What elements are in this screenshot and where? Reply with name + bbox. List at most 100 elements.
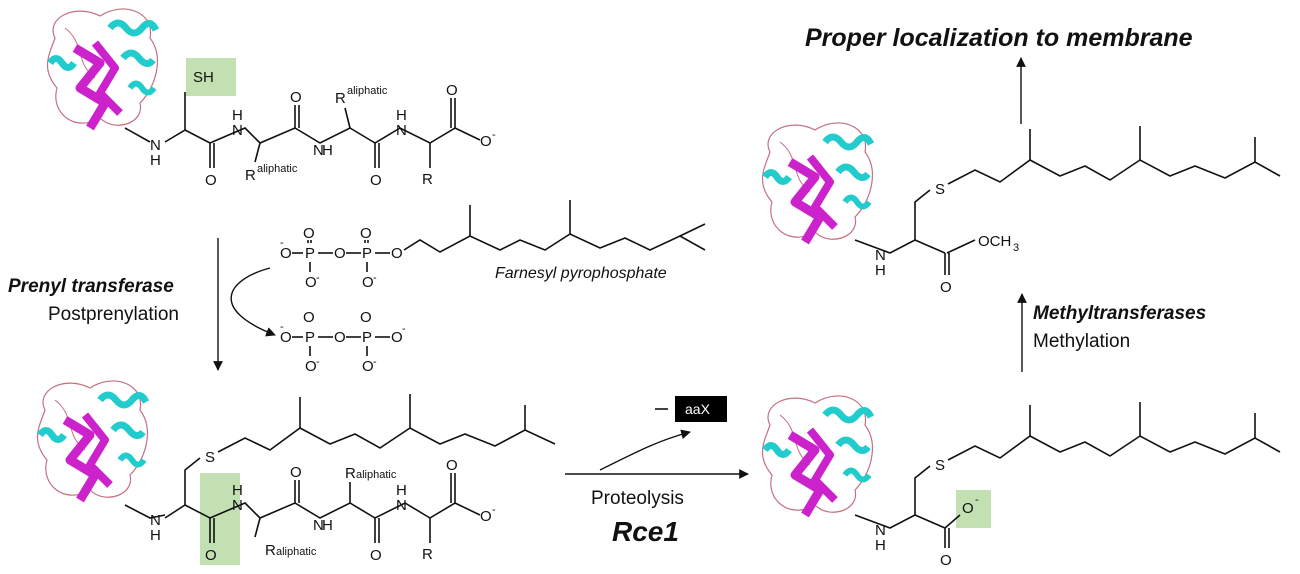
fpp-o-minus: O <box>280 245 292 262</box>
protein-ribbon-icon <box>37 381 147 500</box>
sulfur-2: S <box>935 457 945 474</box>
o-5: O <box>205 547 217 564</box>
fpp-o1: O <box>303 225 315 242</box>
alpha-carboxyl-4 <box>914 239 946 254</box>
farnesyl-pp-label: Farnesyl pyrophosphate <box>495 265 667 282</box>
fpp-molecule: O - P O O - O P O O - O <box>280 200 706 291</box>
methoxy-subscript: 3 <box>1013 242 1019 254</box>
o-10: O <box>940 279 952 296</box>
nh-n-4: N <box>396 122 407 139</box>
nh-h-6: H <box>232 482 243 499</box>
cleavage-highlight <box>200 473 240 565</box>
o-minus-3: O <box>962 500 974 517</box>
aliphatic-4: aliphatic <box>276 546 317 558</box>
r-bond-1 <box>254 142 261 163</box>
nh-n-3: N <box>313 142 324 159</box>
r-3: R <box>422 171 433 188</box>
r-6: R <box>422 546 433 563</box>
fpp-minus-b: - <box>316 272 320 284</box>
thiol-highlight <box>186 58 236 96</box>
protein-ribbon-icon <box>762 123 872 242</box>
aliphatic-1: aliphatic <box>257 163 298 175</box>
ppi-minus-b: - <box>316 356 320 368</box>
nh-n-7: N <box>313 517 324 534</box>
fpp-o-minus-2: O <box>305 274 317 291</box>
cys-chain-4 <box>854 189 931 254</box>
ppi-minus-d: - <box>402 323 406 335</box>
postprenylation-label: Postprenylation <box>48 304 179 325</box>
o-2: O <box>290 89 302 106</box>
r-4: R <box>265 542 276 559</box>
farnesyl-chain-fpp <box>403 233 706 253</box>
o-3: O <box>370 172 382 189</box>
carboxylate-highlight <box>956 490 991 528</box>
nh-n-10: N <box>875 247 886 264</box>
farnesyl-chain-3 <box>947 159 1281 185</box>
ester-bond <box>946 239 976 254</box>
minus-2: - <box>492 504 496 516</box>
o-1: O <box>205 172 217 189</box>
r-2: R <box>335 90 346 107</box>
ppi-minus-a: - <box>280 321 284 333</box>
ppi-o1: O <box>303 309 315 326</box>
nh-n-9: N <box>875 522 886 539</box>
fpp-methyl-3 <box>679 223 706 237</box>
o-minus-1: O <box>480 133 492 150</box>
ppi-o-minus-3: O <box>362 358 374 375</box>
prenyl-transferase-label: Prenyl transferase <box>8 276 174 297</box>
fpp-o-minus-3: O <box>362 274 374 291</box>
cys-side-chain <box>164 92 186 143</box>
aliphatic-5: aliphatic <box>356 469 397 481</box>
localization-title: Proper localization to membrane <box>805 24 1193 52</box>
ppi-o-minus-4: O <box>391 329 403 346</box>
farnesyl-chain-1 <box>217 427 556 453</box>
aax-label: aaX <box>685 401 711 417</box>
ppi-o-bridge: O <box>334 329 346 346</box>
r-5: R <box>345 465 356 482</box>
methoxy-label: OCH <box>978 233 1011 250</box>
carboxylate-bond <box>454 127 481 141</box>
aax-box <box>675 396 727 422</box>
ppi-minus-c: - <box>373 356 377 368</box>
minus-3: - <box>975 494 979 506</box>
ppi-molecule: O - P O O - O P O O - O - <box>280 309 406 375</box>
backbone-1 <box>184 98 456 144</box>
fpp-p1: P <box>305 245 315 262</box>
o-8: O <box>446 457 458 474</box>
o-7: O <box>370 547 382 564</box>
ppi-o2: O <box>360 309 372 326</box>
fpp-p2: P <box>362 245 372 262</box>
methylation-label: Methylation <box>1033 331 1130 352</box>
protein-ribbon-icon <box>47 9 157 128</box>
nh-h-4: H <box>396 107 407 124</box>
nh-h-3: H <box>322 142 333 159</box>
backbone-2 <box>184 457 456 519</box>
aax-release-arrow <box>599 429 691 471</box>
nh-link-2 <box>124 504 166 519</box>
nh-n-5: N <box>150 512 161 529</box>
o-minus-2: O <box>480 508 492 525</box>
farnesyl-chain-2 <box>947 435 1281 461</box>
rce1-label: Rce1 <box>612 516 679 547</box>
o-9: O <box>940 552 952 569</box>
nh-n-6: N <box>232 497 243 514</box>
r-bond-2 <box>344 107 351 129</box>
nh-h-5: H <box>150 527 161 544</box>
nh-h-10: H <box>875 262 886 279</box>
thiol-label: SH <box>193 69 214 86</box>
nh-h-2: H <box>232 107 243 124</box>
ppi-p1: P <box>305 329 315 346</box>
fpp-o2: O <box>360 225 372 242</box>
aliphatic-2: aliphatic <box>347 85 388 97</box>
proteolysis-label: Proteolysis <box>591 488 684 509</box>
fpp-o3: O <box>391 245 403 262</box>
minus-1: - <box>492 129 496 141</box>
fpp-o-bridge: O <box>334 245 346 262</box>
o-6: O <box>290 464 302 481</box>
fpp-minus-c: - <box>373 272 377 284</box>
sulfur-3: S <box>935 181 945 198</box>
ppi-p2: P <box>362 329 372 346</box>
nh-h-9: H <box>875 537 886 554</box>
sulfur-1: S <box>205 449 215 466</box>
